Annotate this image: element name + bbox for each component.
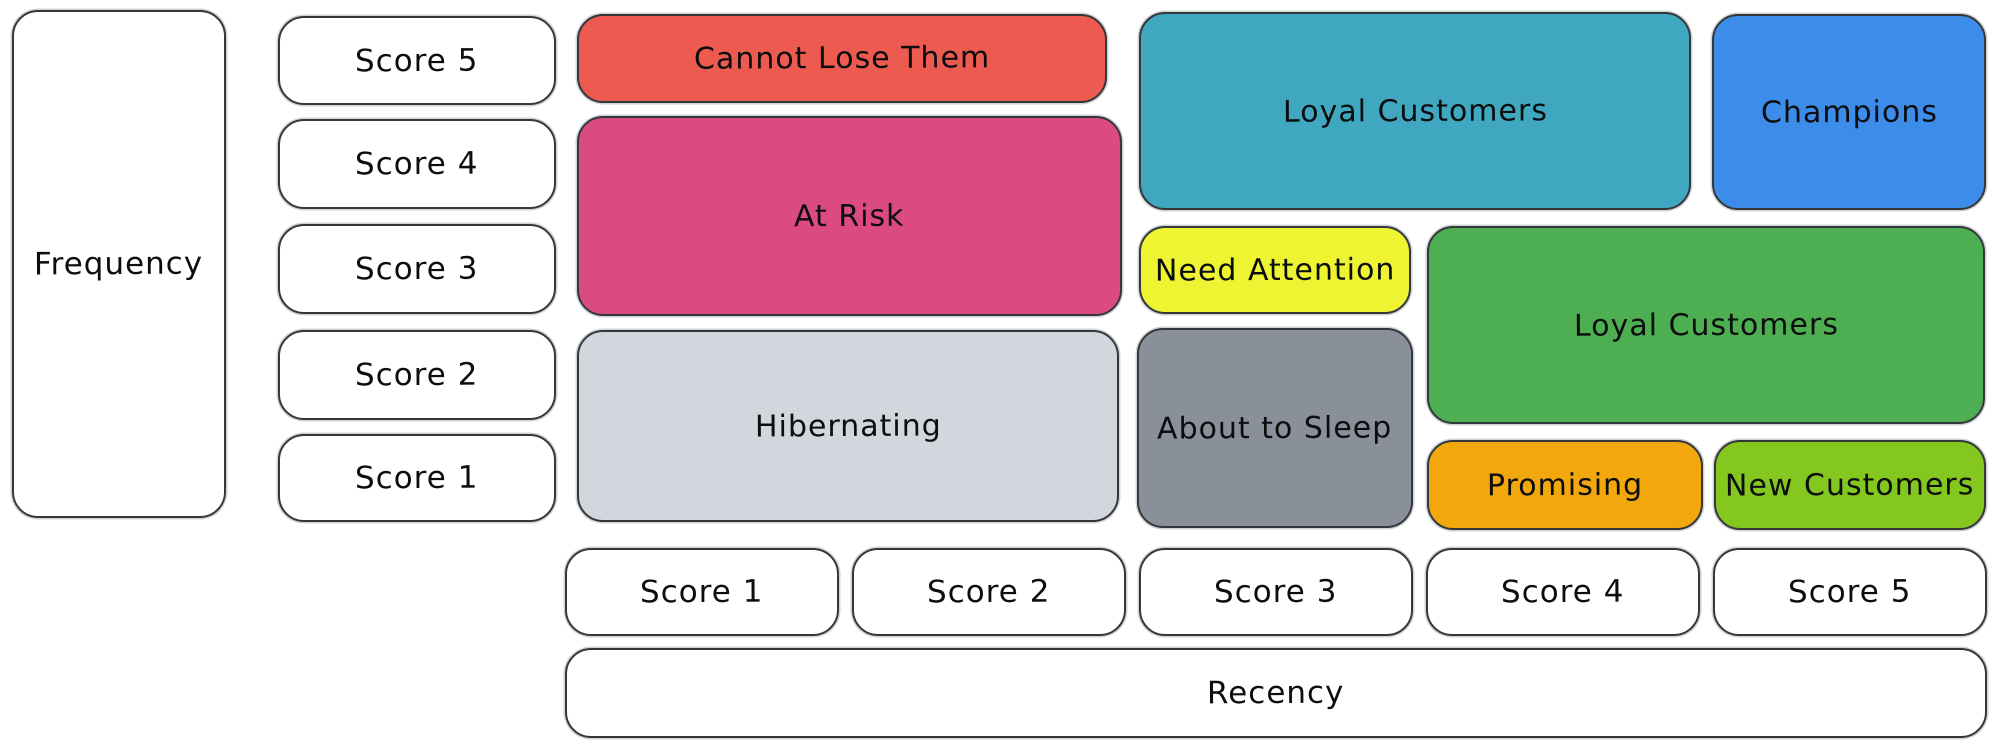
segment-champions: Champions bbox=[1712, 14, 1986, 210]
frequency-score-4: Score 4 bbox=[278, 119, 556, 209]
segment-promising-label: Promising bbox=[1486, 467, 1644, 503]
segment-at-risk-label: At Risk bbox=[794, 198, 905, 234]
recency-axis-label-label: Recency bbox=[1207, 674, 1345, 712]
segment-cannot-lose-them-label: Cannot Lose Them bbox=[693, 40, 991, 77]
segment-hibernating: Hibernating bbox=[577, 330, 1119, 522]
segment-need-attention-label: Need Attention bbox=[1154, 251, 1396, 289]
frequency-score-5: Score 5 bbox=[278, 16, 556, 105]
recency-score-5-label: Score 5 bbox=[1788, 573, 1912, 611]
frequency-score-1: Score 1 bbox=[278, 434, 556, 522]
recency-axis-label: Recency bbox=[565, 648, 1987, 738]
segment-loyal-customers-teal-label: Loyal Customers bbox=[1282, 92, 1548, 130]
segment-about-to-sleep: About to Sleep bbox=[1137, 328, 1413, 528]
segment-hibernating-label: Hibernating bbox=[754, 408, 942, 444]
segment-cannot-lose-them: Cannot Lose Them bbox=[577, 14, 1107, 103]
recency-score-3: Score 3 bbox=[1139, 548, 1413, 636]
segment-loyal-customers-teal: Loyal Customers bbox=[1139, 12, 1691, 210]
recency-score-1: Score 1 bbox=[565, 548, 839, 636]
segment-about-to-sleep-label: About to Sleep bbox=[1157, 409, 1393, 447]
recency-score-4: Score 4 bbox=[1426, 548, 1700, 636]
segment-new-customers: New Customers bbox=[1714, 440, 1986, 530]
frequency-score-2: Score 2 bbox=[278, 330, 556, 420]
segment-promising: Promising bbox=[1427, 440, 1703, 530]
recency-score-3-label: Score 3 bbox=[1214, 573, 1338, 611]
recency-score-2: Score 2 bbox=[852, 548, 1126, 636]
segment-at-risk: At Risk bbox=[577, 116, 1122, 316]
recency-score-2-label: Score 2 bbox=[927, 573, 1051, 611]
frequency-axis-label: Frequency bbox=[12, 10, 226, 518]
frequency-axis-label-label: Frequency bbox=[34, 245, 204, 283]
frequency-score-4-label: Score 4 bbox=[355, 145, 479, 183]
frequency-score-3: Score 3 bbox=[278, 224, 556, 314]
segment-need-attention: Need Attention bbox=[1139, 226, 1411, 314]
recency-score-5: Score 5 bbox=[1713, 548, 1987, 636]
frequency-score-2-label: Score 2 bbox=[355, 356, 479, 394]
recency-score-1-label: Score 1 bbox=[640, 573, 764, 611]
frequency-score-5-label: Score 5 bbox=[355, 42, 479, 79]
segment-loyal-customers-green: Loyal Customers bbox=[1427, 226, 1985, 424]
frequency-score-1-label: Score 1 bbox=[355, 459, 479, 497]
segment-champions-label: Champions bbox=[1760, 94, 1938, 130]
segment-new-customers-label: New Customers bbox=[1725, 466, 1975, 504]
recency-score-4-label: Score 4 bbox=[1501, 573, 1625, 611]
frequency-score-3-label: Score 3 bbox=[355, 250, 479, 288]
segment-loyal-customers-green-label: Loyal Customers bbox=[1573, 306, 1839, 344]
